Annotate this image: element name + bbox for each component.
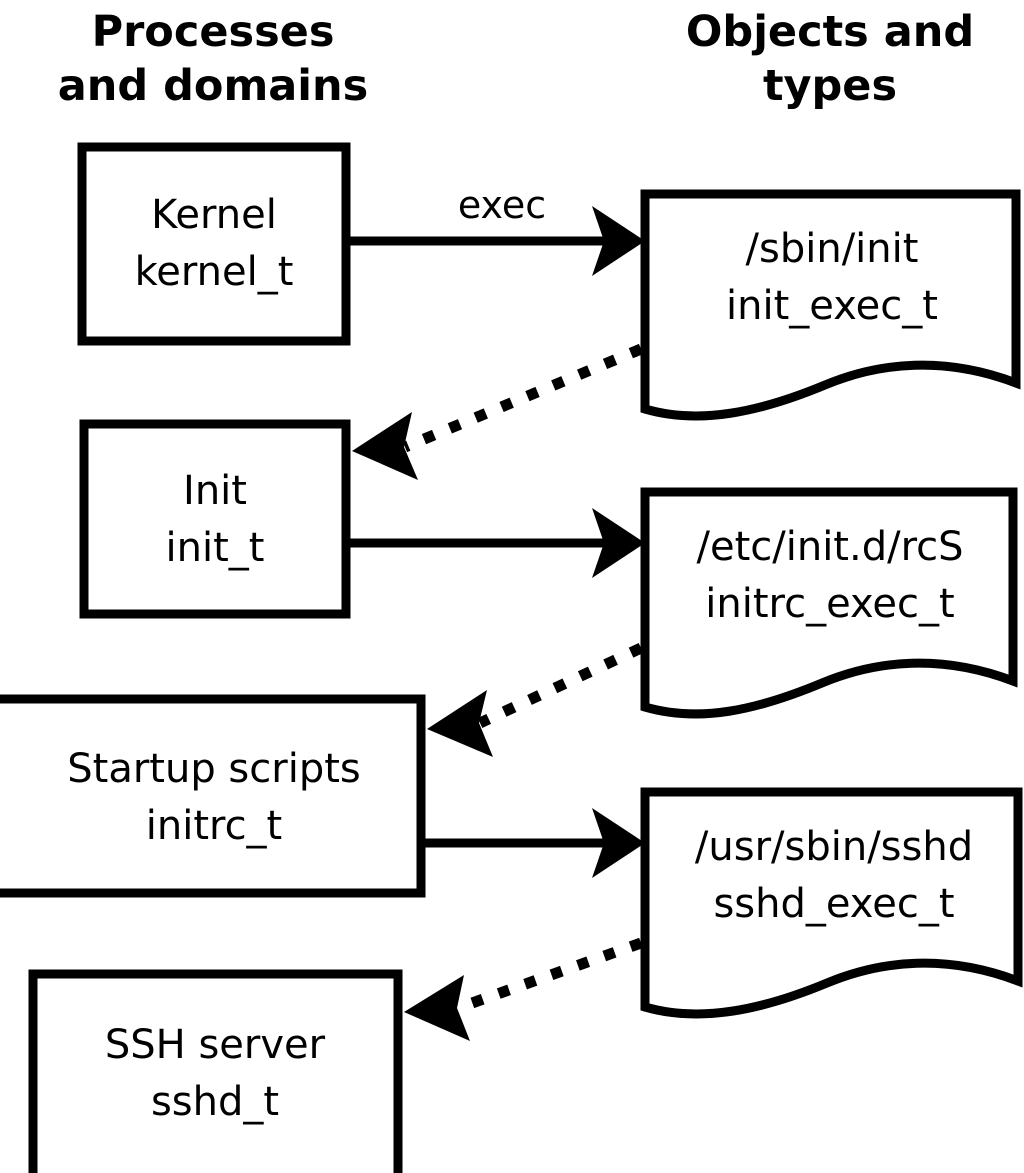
arrow-head-filled bbox=[592, 206, 645, 276]
edge-initrc-exec-transition-initrc bbox=[427, 643, 644, 757]
column-header-objects-line1: Objects and bbox=[686, 7, 974, 57]
node-init-exec-document[interactable] bbox=[640, 189, 1021, 421]
node-kernel-box[interactable] bbox=[77, 142, 351, 346]
arrow-head-filled bbox=[404, 975, 470, 1041]
node-sshd-box[interactable] bbox=[28, 969, 403, 1173]
edge-init-exec-initrc-exec bbox=[350, 508, 645, 578]
edge-initrc-exec-sshd-exec bbox=[425, 808, 645, 878]
node-kernel[interactable]: Kernel kernel_t bbox=[77, 142, 351, 346]
column-header-objects: Objects and types bbox=[686, 7, 974, 111]
node-init-exec-line1: /sbin/init bbox=[746, 226, 919, 272]
node-init[interactable]: Init init_t bbox=[79, 419, 351, 619]
edge-line bbox=[456, 937, 643, 1014]
column-header-processes: Processes and domains bbox=[58, 7, 368, 111]
node-sshd-line1: SSH server bbox=[105, 1022, 326, 1068]
node-init-exec[interactable]: /sbin/init init_exec_t bbox=[640, 189, 1021, 421]
column-header-processes-line1: Processes bbox=[92, 7, 335, 57]
edge-init-exec-transition-init bbox=[352, 343, 644, 480]
node-sshd-exec-line2: sshd_exec_t bbox=[713, 881, 954, 927]
node-kernel-line1: Kernel bbox=[151, 192, 277, 238]
node-sshd[interactable]: SSH server sshd_t bbox=[28, 969, 403, 1173]
edge-sshd-exec-transition-sshd bbox=[404, 937, 643, 1041]
node-initrc-line2: initrc_t bbox=[146, 803, 283, 849]
node-initrc-box[interactable] bbox=[0, 694, 426, 898]
node-init-box[interactable] bbox=[79, 419, 351, 619]
node-initrc-exec-line2: initrc_exec_t bbox=[705, 581, 954, 627]
edge-kernel-exec-init-exec: exec bbox=[350, 183, 645, 276]
node-sshd-line2: sshd_t bbox=[151, 1079, 279, 1125]
column-header-objects-line2: types bbox=[763, 61, 897, 111]
node-initrc-line1: Startup scripts bbox=[67, 746, 360, 792]
edge-line bbox=[402, 343, 644, 453]
column-header-processes-line2: and domains bbox=[58, 61, 368, 111]
arrow-head-filled bbox=[352, 412, 418, 480]
edge-label-exec: exec bbox=[458, 183, 546, 227]
edge-line bbox=[477, 643, 644, 728]
node-sshd-exec-line1: /usr/sbin/sshd bbox=[695, 824, 973, 870]
arrow-head-filled bbox=[427, 690, 493, 757]
arrow-head-filled bbox=[592, 508, 645, 578]
node-sshd-exec-document[interactable] bbox=[640, 787, 1023, 1019]
node-initrc-exec-document[interactable] bbox=[640, 487, 1018, 719]
node-kernel-line2: kernel_t bbox=[135, 249, 294, 295]
node-init-line2: init_t bbox=[166, 525, 265, 571]
node-initrc-exec-line1: /etc/init.d/rcS bbox=[696, 524, 963, 570]
node-initrc[interactable]: Startup scripts initrc_t bbox=[0, 694, 426, 898]
node-initrc-exec[interactable]: /etc/init.d/rcS initrc_exec_t bbox=[640, 487, 1018, 719]
node-init-line1: Init bbox=[183, 468, 247, 514]
node-init-exec-line2: init_exec_t bbox=[726, 283, 938, 329]
node-sshd-exec[interactable]: /usr/sbin/sshd sshd_exec_t bbox=[640, 787, 1023, 1019]
arrow-head-filled bbox=[592, 808, 645, 878]
